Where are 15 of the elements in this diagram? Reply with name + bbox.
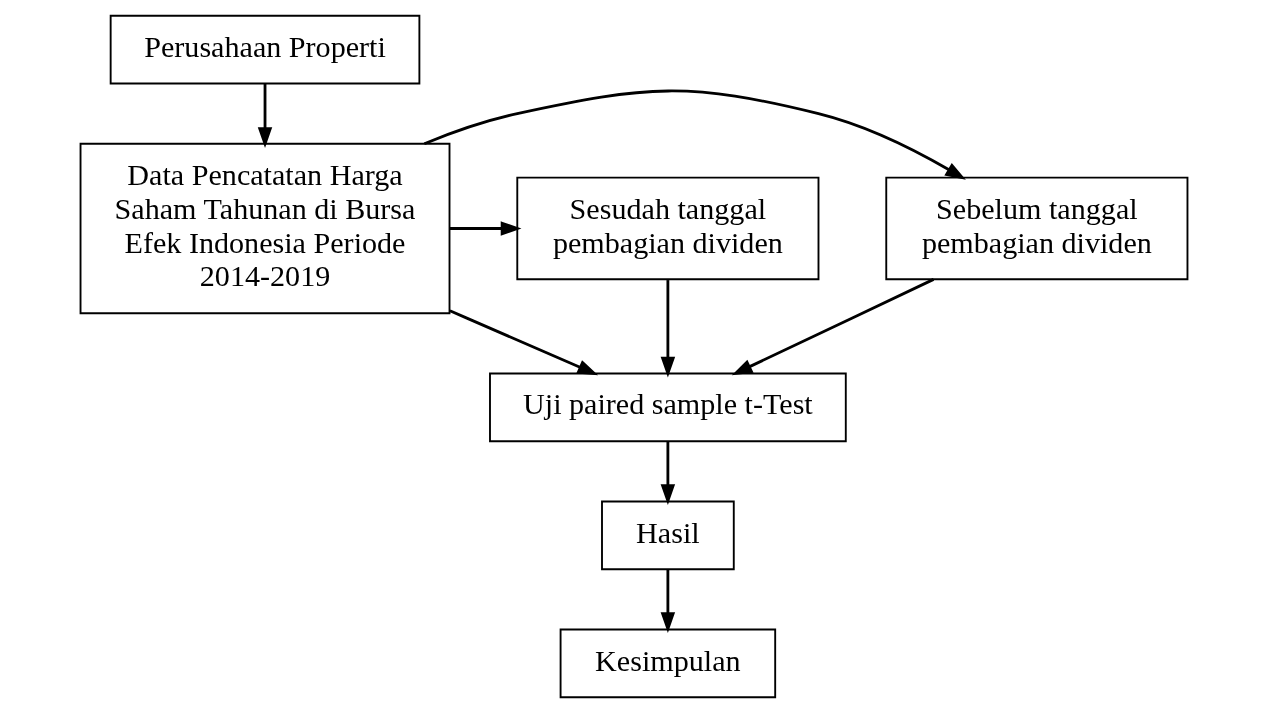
node-box: Hasil	[600, 500, 735, 571]
node-box: Kesimpulan	[559, 628, 776, 699]
node-box: Sebelum tanggal pembagian dividen	[884, 176, 1188, 281]
arrow	[423, 89, 966, 180]
arrow	[660, 441, 675, 505]
node-box: Perusahaan Properti	[109, 14, 420, 85]
arrow	[448, 309, 598, 376]
node-box: Data Pencatatan Harga Saham Tahunan di Bursa Efek Indonesia Periode 2014-2019	[79, 142, 450, 315]
arrow	[660, 280, 675, 378]
node-box: Sesudah tanggal pembagian dividen	[515, 176, 819, 281]
arrow	[660, 569, 675, 633]
arrow	[257, 83, 272, 148]
arrow	[449, 221, 521, 236]
arrow	[731, 278, 934, 376]
node-box: Uji paired sample t-Test	[488, 372, 847, 443]
